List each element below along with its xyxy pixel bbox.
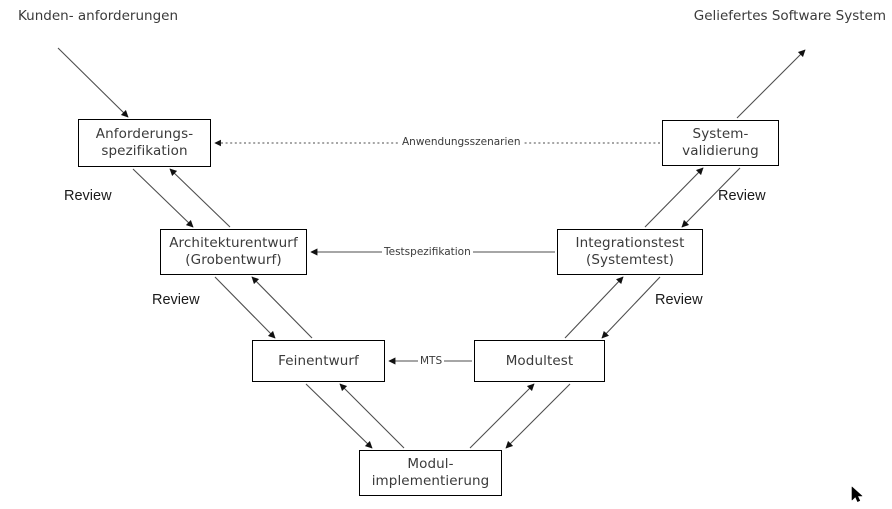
edge-arch-to-anford-review (169, 168, 231, 228)
node-line: (Grobentwurf) (185, 252, 282, 268)
node-line: Modultest (505, 352, 574, 369)
node-modulimplementierung[interactable]: Modul- implementierung (359, 450, 502, 496)
edge-kundenanforderungen-in (57, 47, 129, 118)
edge-integration-review-down (601, 276, 661, 339)
label-line: System (835, 8, 886, 24)
node-architekturentwurf[interactable]: Architekturentwurf (Grobentwurf) (160, 229, 307, 275)
node-line: (Systemtest) (585, 252, 674, 268)
label-line: anforderungen (77, 8, 179, 24)
label-kundenanforderungen: Kunden- anforderungen (18, 8, 178, 25)
node-line: System- (692, 126, 749, 142)
node-line: Feinentwurf (278, 352, 359, 369)
label-review-top-right: Review (718, 188, 766, 204)
label-mts: MTS (418, 355, 445, 368)
label-review-bottom-left: Review (152, 292, 200, 308)
node-modultest[interactable]: Modultest (474, 340, 605, 382)
label-geliefertes-software-system: Geliefertes Software System (694, 8, 886, 25)
node-line: Integrationstest (575, 235, 685, 251)
edge-arch-to-fein (214, 276, 276, 339)
label-line: Geliefertes Software (693, 8, 832, 24)
node-anforderungsspezifikation[interactable]: Anforderungs- spezifikation (78, 119, 211, 167)
node-line: Modul- (407, 456, 454, 472)
node-systemvalidierung[interactable]: System- validierung (662, 120, 779, 166)
node-integrationstest[interactable]: Integrationstest (Systemtest) (557, 229, 703, 275)
node-line: Anforderungs- (95, 126, 194, 142)
edge-fein-to-modimpl (305, 383, 373, 449)
node-line: implementierung (371, 473, 490, 489)
edge-anford-to-arch (132, 168, 194, 228)
mouse-cursor (851, 486, 863, 502)
label-line: Kunden- (18, 8, 74, 24)
edge-geliefertes-system-out (736, 49, 806, 119)
label-anwendungsszenarien: Anwendungsszenarien (400, 136, 523, 149)
edge-modimpl-to-modultest (469, 383, 535, 449)
label-testspezifikation: Testspezifikation (382, 246, 473, 259)
node-line: spezifikation (101, 143, 188, 159)
node-line: validierung (682, 143, 759, 159)
label-review-bottom-right: Review (655, 292, 703, 308)
node-line: Architekturentwurf (169, 235, 298, 251)
edge-integration-to-systemvalid (644, 167, 704, 228)
label-review-top-left: Review (64, 188, 112, 204)
edge-modultest-to-integration (564, 276, 624, 339)
node-feinentwurf[interactable]: Feinentwurf (252, 340, 385, 382)
edge-fein-to-arch-review (251, 276, 313, 339)
edge-systemvalid-review-down (681, 167, 741, 228)
edge-modultest-review-down (505, 383, 571, 449)
edge-modimpl-to-fein-review (339, 383, 405, 449)
